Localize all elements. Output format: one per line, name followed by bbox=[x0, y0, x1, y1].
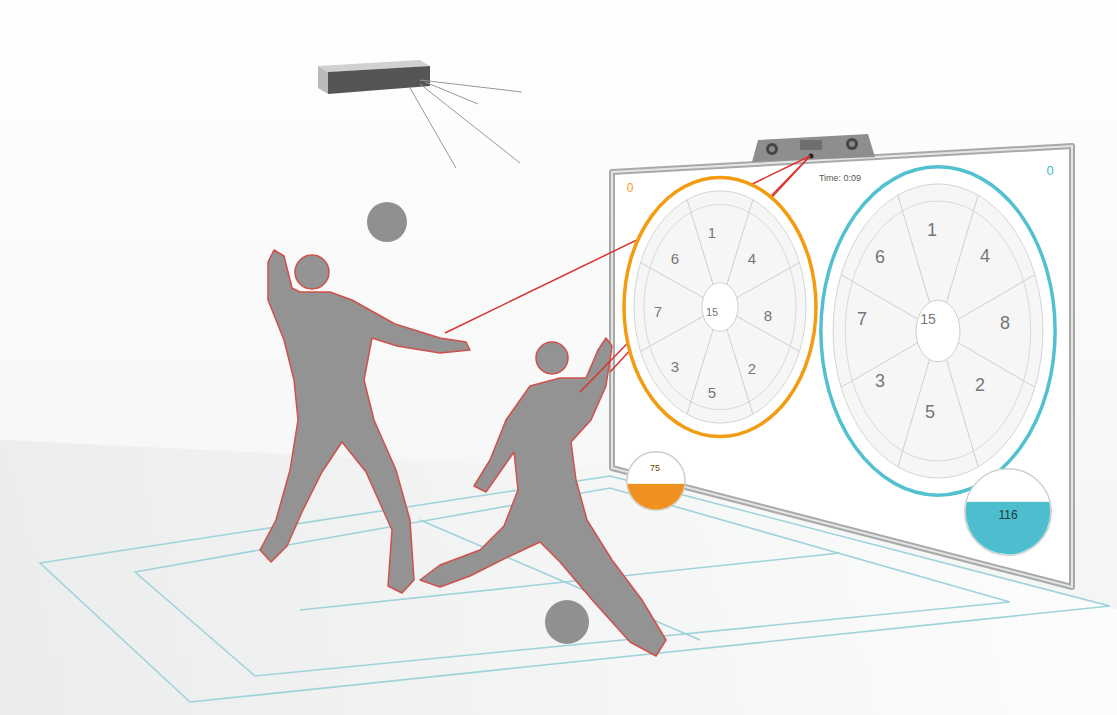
display-screen: 0Time: 0:0906148253715614825371575116 bbox=[605, 135, 1080, 595]
segment-number: 1 bbox=[708, 225, 716, 240]
board-spoke bbox=[727, 200, 753, 285]
board-spoke bbox=[737, 263, 800, 298]
segment-number: 3 bbox=[875, 372, 885, 390]
segment-number: 15 bbox=[706, 307, 718, 318]
segment-number: 4 bbox=[748, 251, 756, 266]
segment-number: 4 bbox=[980, 247, 990, 265]
segment-number: 2 bbox=[748, 361, 756, 376]
player-silhouette bbox=[420, 338, 666, 656]
board-spoke bbox=[687, 329, 713, 414]
projector-rays bbox=[410, 80, 522, 168]
board-ring bbox=[821, 167, 1055, 495]
ball bbox=[367, 202, 407, 242]
segment-number: 15 bbox=[920, 312, 936, 326]
board-outline bbox=[816, 160, 1060, 502]
board-spoke bbox=[841, 275, 918, 319]
segment-number: 3 bbox=[671, 359, 679, 374]
score-gauge: 116 bbox=[962, 466, 1054, 558]
timer: Time: 0:09 bbox=[819, 174, 861, 183]
sensor-bar bbox=[752, 134, 875, 162]
board-spoke bbox=[946, 359, 978, 466]
score: 0 bbox=[1046, 164, 1053, 177]
board-spoke bbox=[898, 195, 930, 302]
board-spoke bbox=[958, 343, 1035, 387]
gauge-fill bbox=[625, 484, 687, 512]
board-spoke bbox=[687, 200, 713, 285]
board-face bbox=[833, 184, 1043, 478]
segment-number: 2 bbox=[975, 376, 985, 394]
segment-number: 8 bbox=[764, 308, 772, 323]
gauge-fill bbox=[962, 502, 1054, 558]
segment-number: 5 bbox=[925, 403, 935, 421]
board-spoke bbox=[946, 195, 978, 302]
gauge-value: 116 bbox=[998, 509, 1017, 521]
score-gauge: 75 bbox=[625, 450, 687, 512]
segment-number: 8 bbox=[1000, 314, 1010, 332]
board-centre bbox=[916, 300, 960, 362]
segment-number: 5 bbox=[708, 385, 716, 400]
segment-number: 7 bbox=[654, 304, 662, 319]
projector bbox=[318, 60, 522, 168]
dartboard: 6148253715 bbox=[816, 160, 1060, 502]
board-outline bbox=[620, 172, 820, 442]
gauge-outline bbox=[625, 450, 687, 512]
dartboard: 6148253715 bbox=[620, 172, 820, 442]
screen-frame bbox=[612, 146, 1072, 587]
gauge-value: 75 bbox=[650, 464, 660, 473]
segment-number: 1 bbox=[927, 221, 937, 239]
board-centre bbox=[702, 283, 738, 332]
player-silhouette bbox=[260, 250, 470, 593]
segment-number: 7 bbox=[857, 310, 867, 328]
board-spoke bbox=[958, 275, 1035, 319]
board-spoke bbox=[641, 316, 704, 351]
board-spoke bbox=[898, 359, 930, 466]
segment-number: 6 bbox=[875, 248, 885, 266]
ball bbox=[545, 600, 589, 644]
board-spoke bbox=[641, 263, 704, 298]
board-ring bbox=[624, 177, 816, 436]
segment-number: 6 bbox=[671, 251, 679, 266]
score: 0 bbox=[627, 182, 634, 194]
board-face bbox=[634, 191, 806, 423]
